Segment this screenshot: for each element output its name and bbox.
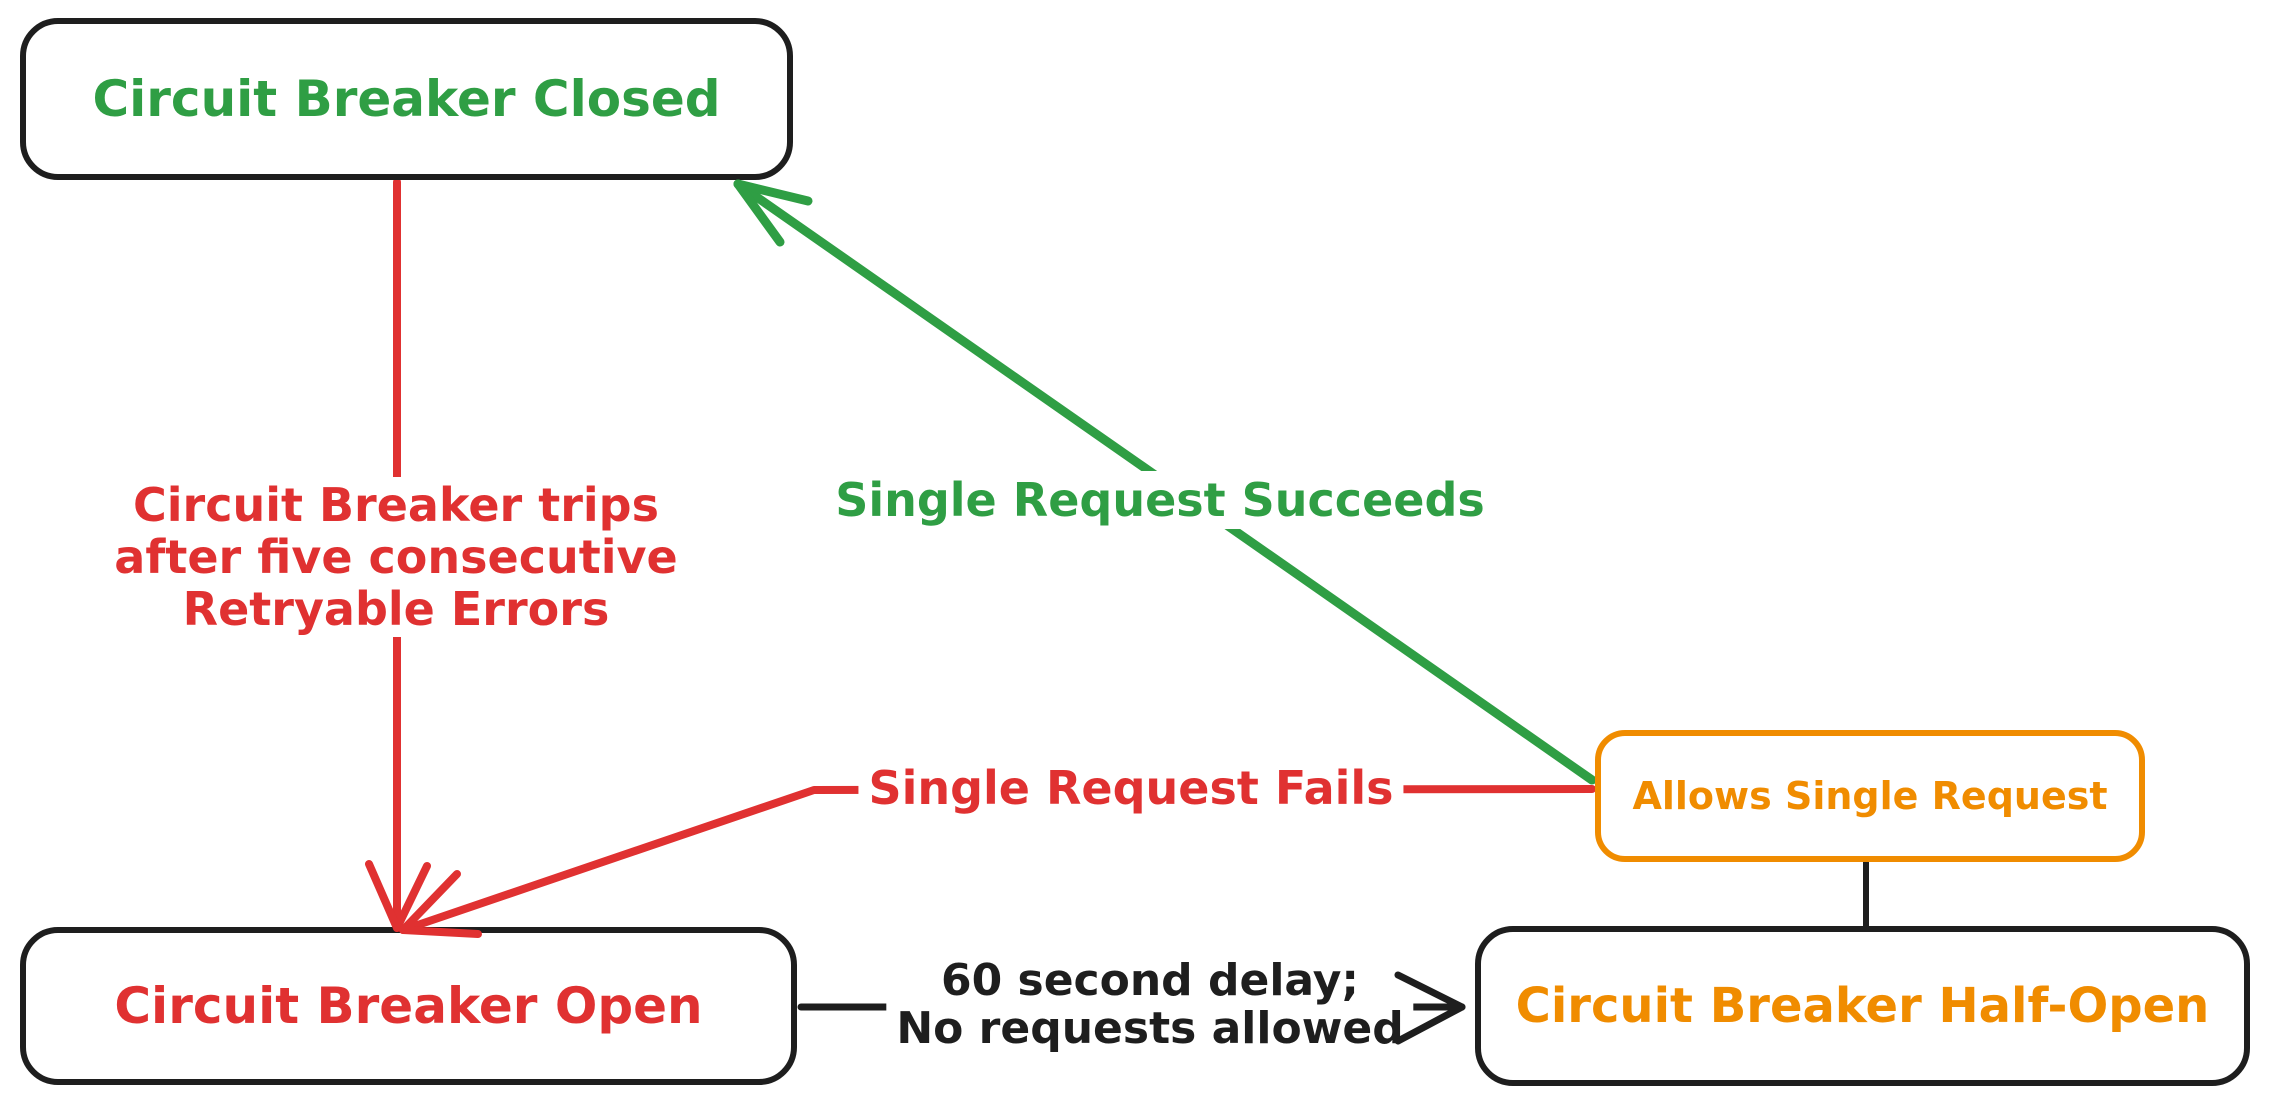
- succeed-arrowhead-icon: [733, 179, 813, 247]
- edge-delay-label: 60 second delay; No requests allowed: [886, 955, 1414, 1055]
- edge-fail-label: Single Request Fails: [858, 759, 1404, 817]
- edge-trip-label-line1: Circuit Breaker trips: [132, 478, 659, 532]
- edge-delay-label-line2: No requests allowed: [896, 1003, 1404, 1054]
- node-circuit-breaker-open: Circuit Breaker Open: [20, 927, 797, 1085]
- edge-trip-label: Circuit Breaker trips after five consecu…: [104, 477, 688, 637]
- edge-trip-label-line2: after five consecutive: [114, 530, 678, 584]
- edge-trip-label-line3: Retryable Errors: [182, 582, 610, 636]
- edge-succeed-label: Single Request Succeeds: [825, 471, 1495, 529]
- trip-arrowhead-icon: [365, 860, 482, 938]
- edge-delay-label-line1: 60 second delay;: [940, 955, 1360, 1006]
- node-circuit-breaker-closed: Circuit Breaker Closed: [20, 18, 793, 180]
- node-circuit-breaker-half-open: Circuit Breaker Half-Open: [1475, 926, 2250, 1086]
- node-allows-single-request: Allows Single Request: [1595, 730, 2145, 862]
